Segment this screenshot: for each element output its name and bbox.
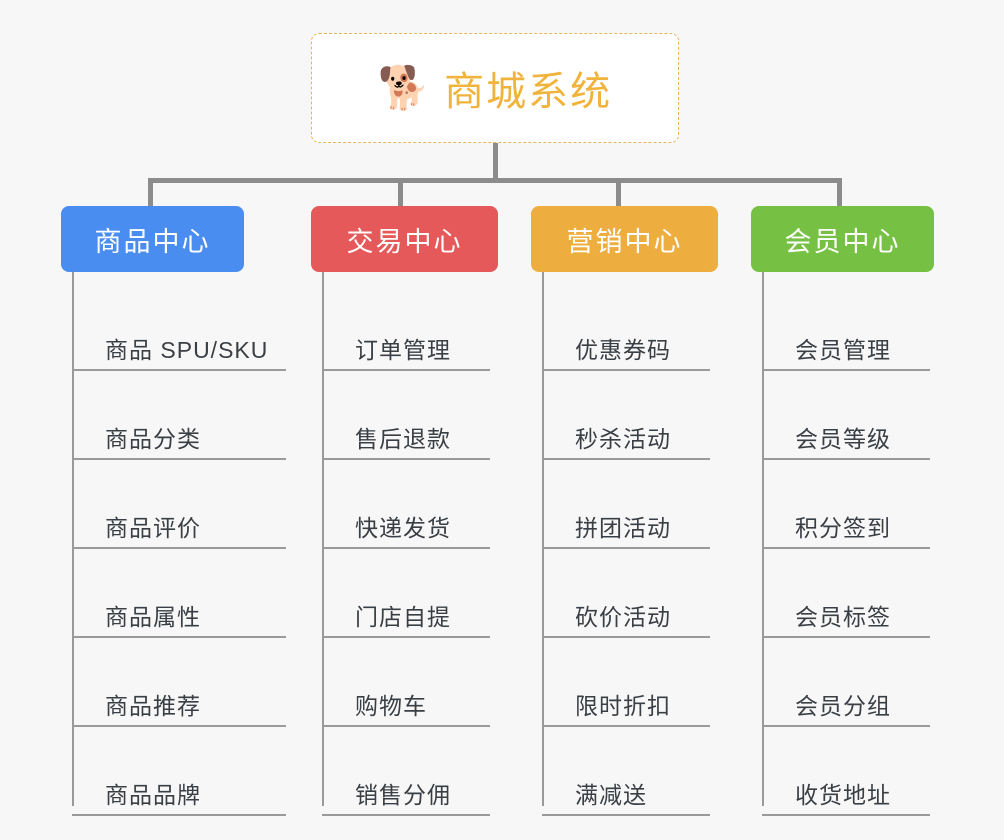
category-column: 会员中心会员管理会员等级积分签到会员标签会员分组收货地址: [751, 206, 981, 816]
leaf-underline-connector: [322, 547, 490, 549]
drop-connector-1: [398, 178, 403, 206]
leaf-item[interactable]: 会员分组: [751, 638, 981, 727]
leaf-item-label: 商品评价: [105, 515, 201, 541]
leaf-item[interactable]: 购物车: [311, 638, 541, 727]
column-spine-connector: [762, 272, 764, 806]
leaf-item[interactable]: 会员管理: [751, 282, 981, 371]
leaf-item-label: 秒杀活动: [575, 426, 671, 452]
leaf-item-label: 限时折扣: [575, 693, 671, 719]
category-box[interactable]: 营销中心: [531, 206, 718, 272]
leaf-item[interactable]: 会员等级: [751, 371, 981, 460]
category-column: 商品中心商品 SPU/SKU 商品分类商品评价商品属性商品推荐商品品牌: [61, 206, 291, 816]
leaf-underline-connector: [72, 458, 286, 460]
leaf-item-label: 购物车: [355, 693, 427, 719]
horizontal-branch-connector: [148, 178, 842, 183]
leaf-underline-connector: [322, 725, 490, 727]
column-spine-connector: [72, 272, 74, 806]
category-column: 交易中心订单管理售后退款快递发货门店自提购物车销售分佣: [311, 206, 541, 816]
leaf-item-label: 商品 SPU/SKU: [105, 337, 269, 363]
leaf-underline-connector: [762, 458, 930, 460]
leaf-item[interactable]: 积分签到: [751, 460, 981, 549]
leaf-underline-connector: [762, 547, 930, 549]
leaf-item-label: 满减送: [575, 782, 647, 808]
leaf-underline-connector: [762, 636, 930, 638]
leaf-item-label: 砍价活动: [575, 604, 671, 630]
leaf-item-label: 积分签到: [795, 515, 891, 541]
leaf-item[interactable]: 商品 SPU/SKU: [61, 282, 291, 371]
leaf-item-label: 门店自提: [355, 604, 451, 630]
leaf-underline-connector: [322, 636, 490, 638]
leaf-underline-connector: [322, 369, 490, 371]
leaf-item[interactable]: 优惠券码: [531, 282, 761, 371]
leaf-item-label: 商品分类: [105, 426, 201, 452]
leaf-list: 会员管理会员等级积分签到会员标签会员分组收货地址: [751, 272, 981, 816]
leaf-item[interactable]: 秒杀活动: [531, 371, 761, 460]
leaf-item-label: 拼团活动: [575, 515, 671, 541]
leaf-item[interactable]: 收货地址: [751, 727, 981, 816]
leaf-item[interactable]: 商品品牌: [61, 727, 291, 816]
leaf-item[interactable]: 门店自提: [311, 549, 541, 638]
leaf-item[interactable]: 会员标签: [751, 549, 981, 638]
leaf-item-label: 订单管理: [355, 337, 451, 363]
leaf-underline-connector: [72, 814, 286, 816]
leaf-item-label: 快递发货: [355, 515, 451, 541]
drop-connector-0: [148, 178, 153, 206]
leaf-item-label: 会员等级: [795, 426, 891, 452]
column-spine-connector: [322, 272, 324, 806]
leaf-item-label: 售后退款: [355, 426, 451, 452]
leaf-item-label: 会员标签: [795, 604, 891, 630]
leaf-item-label: 收货地址: [795, 782, 891, 808]
leaf-item-label: 优惠券码: [575, 337, 671, 363]
root-node-title: 商城系统: [444, 70, 613, 114]
leaf-item[interactable]: 砍价活动: [531, 549, 761, 638]
leaf-underline-connector: [72, 636, 286, 638]
category-box[interactable]: 会员中心: [751, 206, 934, 272]
leaf-underline-connector: [762, 725, 930, 727]
leaf-underline-connector: [542, 636, 710, 638]
drop-connector-3: [837, 178, 842, 206]
leaf-item[interactable]: 商品推荐: [61, 638, 291, 727]
leaf-item-label: 销售分佣: [355, 782, 451, 808]
leaf-item[interactable]: 商品分类: [61, 371, 291, 460]
root-trunk-connector: [493, 143, 498, 181]
leaf-underline-connector: [542, 547, 710, 549]
leaf-list: 优惠券码秒杀活动拼团活动砍价活动限时折扣满减送: [531, 272, 761, 816]
leaf-item-label: 商品品牌: [105, 782, 201, 808]
leaf-item[interactable]: 商品评价: [61, 460, 291, 549]
root-node-shop-system[interactable]: 🐕 商城系统: [311, 33, 679, 143]
leaf-underline-connector: [542, 814, 710, 816]
leaf-underline-connector: [762, 369, 930, 371]
leaf-list: 商品 SPU/SKU 商品分类商品评价商品属性商品推荐商品品牌: [61, 272, 291, 816]
category-column: 营销中心优惠券码秒杀活动拼团活动砍价活动限时折扣满减送: [531, 206, 761, 816]
category-box[interactable]: 交易中心: [311, 206, 498, 272]
leaf-underline-connector: [542, 458, 710, 460]
leaf-underline-connector: [762, 814, 930, 816]
leaf-list: 订单管理售后退款快递发货门店自提购物车销售分佣: [311, 272, 541, 816]
leaf-underline-connector: [542, 725, 710, 727]
category-box[interactable]: 商品中心: [61, 206, 244, 272]
leaf-item[interactable]: 限时折扣: [531, 638, 761, 727]
leaf-item[interactable]: 销售分佣: [311, 727, 541, 816]
leaf-item[interactable]: 商品属性: [61, 549, 291, 638]
leaf-underline-connector: [72, 725, 286, 727]
leaf-item[interactable]: 快递发货: [311, 460, 541, 549]
leaf-underline-connector: [72, 547, 286, 549]
leaf-item-label: 会员分组: [795, 693, 891, 719]
column-spine-connector: [542, 272, 544, 806]
leaf-item[interactable]: 售后退款: [311, 371, 541, 460]
leaf-item[interactable]: 拼团活动: [531, 460, 761, 549]
leaf-underline-connector: [72, 369, 286, 371]
leaf-item[interactable]: 满减送: [531, 727, 761, 816]
leaf-underline-connector: [322, 458, 490, 460]
leaf-item-label: 商品属性: [105, 604, 201, 630]
shiba-dog-icon: 🐕: [377, 64, 431, 111]
leaf-item[interactable]: 订单管理: [311, 282, 541, 371]
leaf-underline-connector: [322, 814, 490, 816]
leaf-item-label: 商品推荐: [105, 693, 201, 719]
leaf-underline-connector: [542, 369, 710, 371]
drop-connector-2: [616, 178, 621, 206]
leaf-item-label: 会员管理: [795, 337, 891, 363]
